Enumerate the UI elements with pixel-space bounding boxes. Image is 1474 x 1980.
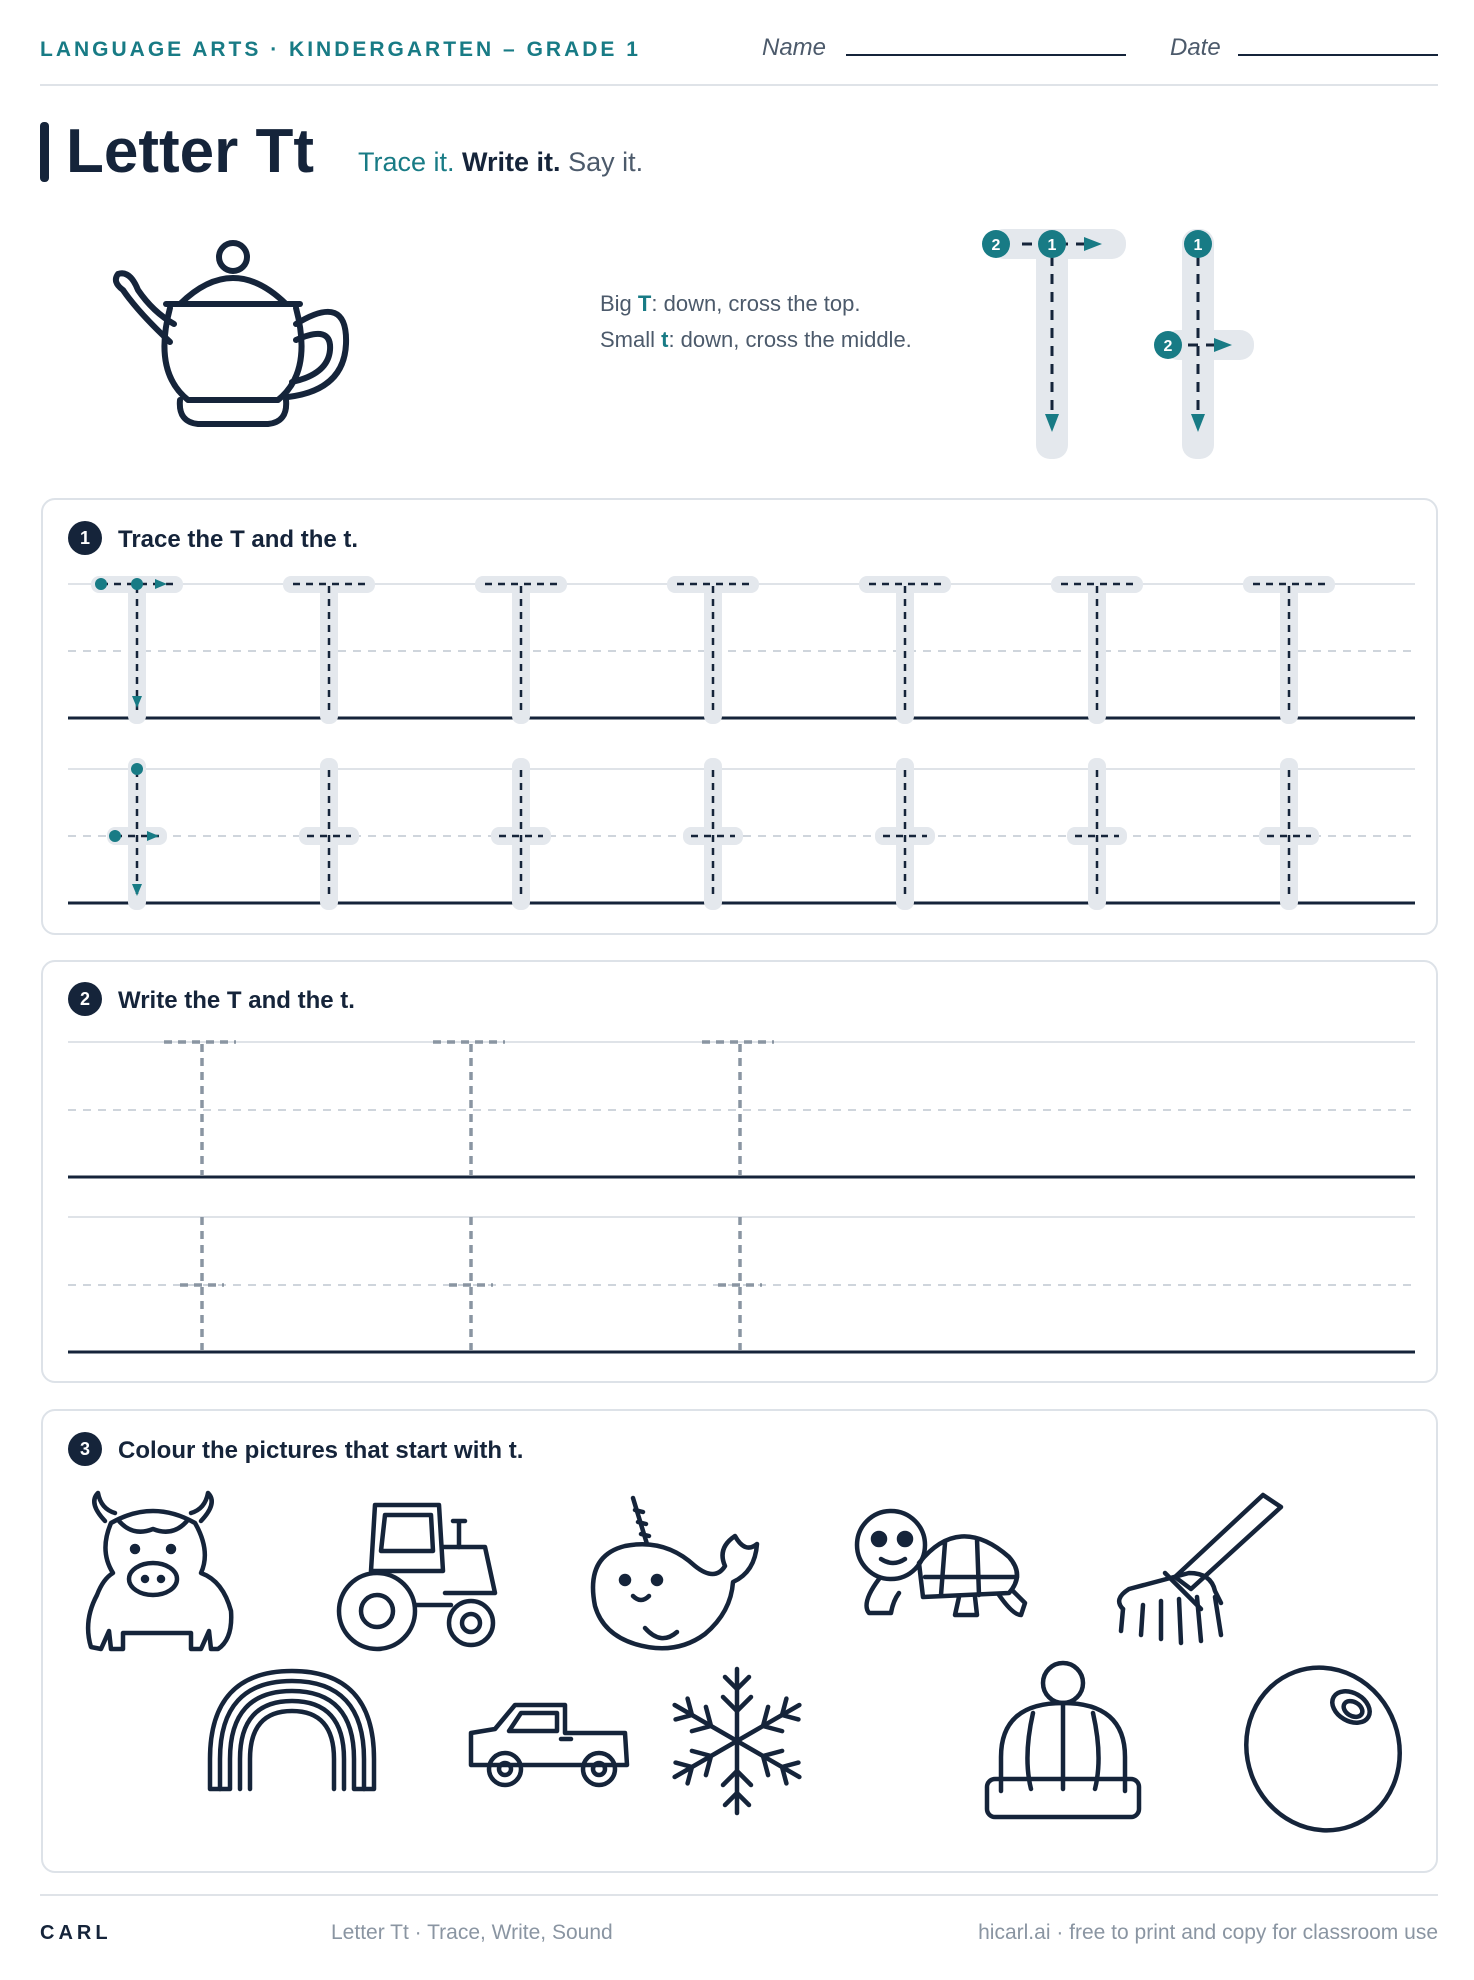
write-upper-T[interactable] bbox=[702, 1040, 774, 1175]
trace-lower-t[interactable] bbox=[1259, 758, 1319, 910]
section-3-badge: 3 bbox=[68, 1432, 102, 1466]
lower-step-1: 1 bbox=[1194, 237, 1203, 254]
tagline-trace: Trace it. bbox=[358, 147, 455, 177]
truck-icon[interactable] bbox=[468, 1702, 630, 1788]
section-1-badge: 1 bbox=[68, 521, 102, 555]
trace-upper-letters bbox=[91, 576, 1335, 724]
hat-icon[interactable] bbox=[984, 1660, 1142, 1820]
tagline-say: Say it. bbox=[568, 147, 644, 177]
trace-lower-letters bbox=[107, 758, 1319, 910]
lower-step-2: 2 bbox=[1164, 338, 1173, 355]
upper-step-1: 1 bbox=[1048, 237, 1057, 254]
trace-upper-T[interactable] bbox=[283, 576, 375, 724]
section-3-title: Colour the pictures that start with t. bbox=[118, 1437, 524, 1464]
stroke-order-model: 2 1 1 2 bbox=[982, 229, 1254, 459]
trace-upper-T[interactable] bbox=[91, 576, 183, 724]
name-line bbox=[846, 54, 1126, 56]
footer-divider bbox=[40, 1894, 1438, 1896]
teapot-icon bbox=[112, 240, 350, 427]
trace-upper-T[interactable] bbox=[1243, 576, 1335, 724]
write-upper-T[interactable] bbox=[433, 1040, 505, 1175]
subject-label: LANGUAGE ARTS · KINDERGARTEN – GRADE 1 bbox=[40, 38, 641, 61]
trace-lower-t[interactable] bbox=[299, 758, 359, 910]
date-line bbox=[1238, 54, 1438, 56]
write-upper-letters bbox=[164, 1040, 774, 1175]
trace-lower-t[interactable] bbox=[1067, 758, 1127, 910]
stroke-hint: Big T: down, cross the top. Small t: dow… bbox=[600, 286, 920, 358]
section-write: 2 Write the T and the t. bbox=[41, 960, 1438, 1383]
trace-upper-T[interactable] bbox=[1051, 576, 1143, 724]
trace-lower-t[interactable] bbox=[683, 758, 743, 910]
footer-site: hicarl.ai · free to print and copy for c… bbox=[978, 1921, 1438, 1944]
rainbow-icon[interactable] bbox=[207, 1668, 377, 1792]
write-lower-t[interactable] bbox=[718, 1217, 762, 1350]
write-lower-t[interactable] bbox=[449, 1217, 493, 1350]
tractor-icon[interactable] bbox=[336, 1502, 498, 1652]
rake-icon[interactable] bbox=[1116, 1492, 1284, 1646]
page-title: Letter Tt bbox=[66, 117, 314, 186]
trace-lower-t[interactable] bbox=[875, 758, 935, 910]
hint-small: Small t: down, cross the middle. bbox=[600, 327, 912, 352]
trace-lower-t[interactable] bbox=[491, 758, 551, 910]
trace-upper-T[interactable] bbox=[859, 576, 951, 724]
picture-grid bbox=[85, 1490, 1423, 1852]
trace-upper-T[interactable] bbox=[475, 576, 567, 724]
write-lines bbox=[68, 1040, 1415, 1354]
footer-title: Letter Tt · Trace, Write, Sound bbox=[331, 1921, 613, 1944]
upper-step-2: 2 bbox=[992, 237, 1001, 254]
trace-upper-T[interactable] bbox=[667, 576, 759, 724]
section-2-title: Write the T and the t. bbox=[118, 987, 355, 1014]
turtle-icon[interactable] bbox=[854, 1508, 1028, 1618]
write-lower-t[interactable] bbox=[180, 1217, 224, 1350]
write-lower-letters bbox=[180, 1217, 762, 1350]
olive-icon[interactable] bbox=[1224, 1646, 1423, 1852]
narwhal-icon[interactable] bbox=[590, 1495, 760, 1651]
trace-lower-t[interactable] bbox=[107, 758, 167, 910]
yak-icon[interactable] bbox=[85, 1490, 234, 1652]
snowflake-icon[interactable] bbox=[668, 1666, 807, 1813]
hint-big: Big T: down, cross the top. bbox=[600, 291, 861, 316]
section-trace: 1 Trace the T and the t. bbox=[41, 498, 1438, 935]
section-2-badge: 2 bbox=[68, 982, 102, 1016]
header-divider bbox=[40, 84, 1438, 86]
section-colour: 3 Colour the pictures that start with t. bbox=[41, 1409, 1438, 1873]
section-1-title: Trace the T and the t. bbox=[118, 526, 359, 553]
tagline: Trace it. Write it. Say it. bbox=[358, 147, 643, 178]
name-label: Name bbox=[762, 34, 827, 61]
write-upper-T[interactable] bbox=[164, 1040, 236, 1175]
tagline-write: Write it. bbox=[462, 147, 561, 177]
footer-brand: CARL bbox=[40, 1922, 112, 1944]
date-label: Date bbox=[1170, 34, 1221, 61]
trace-lines bbox=[68, 576, 1415, 910]
title-accent-bar bbox=[40, 122, 49, 182]
